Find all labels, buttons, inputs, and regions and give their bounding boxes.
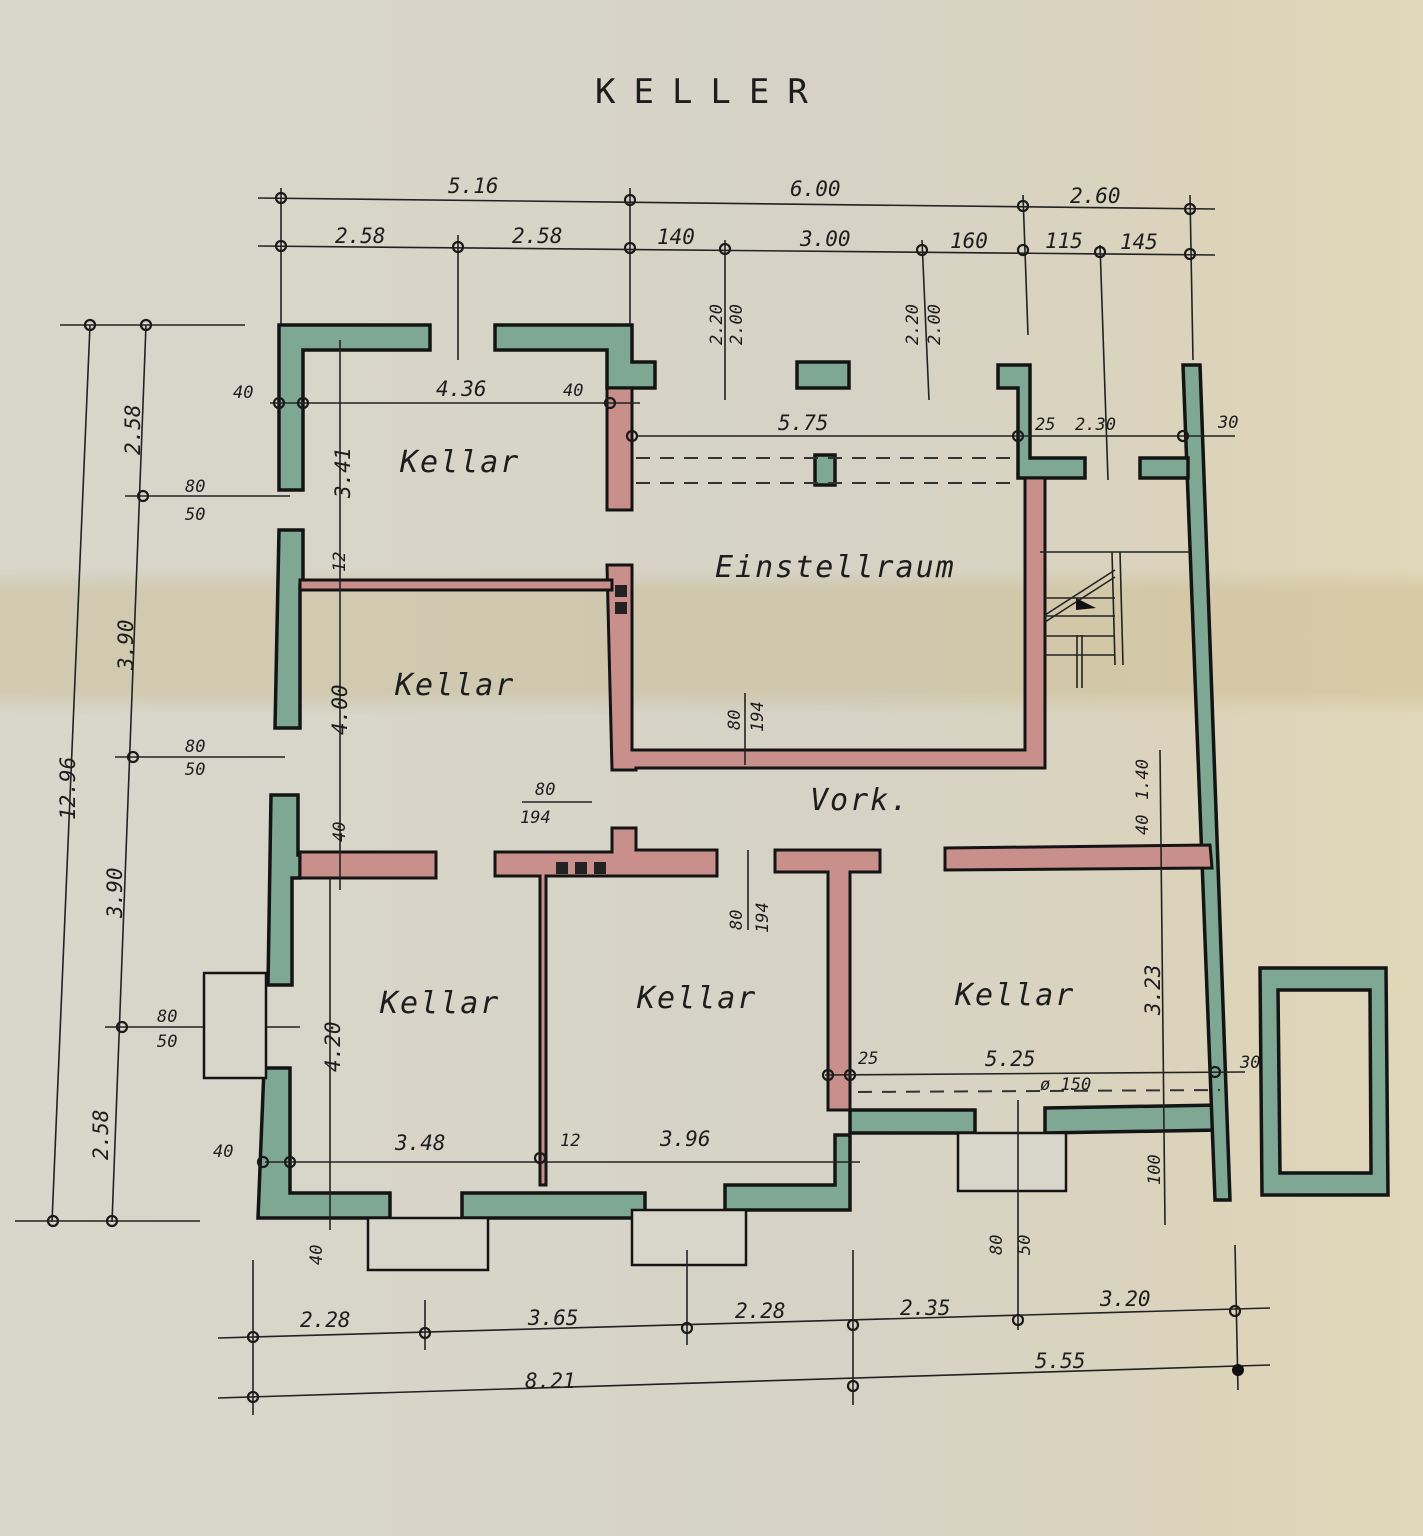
svg-text:80: 80 [185,477,205,497]
bottom-dimension-chain: 2.28 3.65 2.28 2.35 3.20 8.21 5.55 [217,1244,1271,1415]
dim-bottom-detail-2: 3.65 [527,1306,579,1330]
svg-text:80: 80 [157,1007,177,1027]
svg-text:12: 12 [560,1131,580,1151]
plan-title: KELLER [595,72,826,112]
dim-keller-br-width: 5.25 [985,1047,1036,1071]
room-label-vorkeller: Vork. [810,783,910,818]
dim-bottom-detail-5: 3.20 [1099,1287,1151,1311]
svg-text:40: 40 [563,381,583,401]
dim-keller-tl-height: 3.41 [331,447,355,499]
exterior-walls [256,323,1232,1220]
dim-top-detail-6: 115 [1045,229,1083,253]
svg-text:80: 80 [185,737,205,757]
room-label-keller-top-left: Kellar [399,445,520,480]
dim-top-overall-3: 2.60 [1070,184,1121,208]
dim-left-overall: 12.96 [56,757,80,820]
svg-text:2.00: 2.00 [925,304,945,345]
svg-text:50: 50 [157,1032,177,1052]
svg-text:80: 80 [727,910,747,930]
svg-text:50: 50 [185,505,205,525]
dim-top-detail-3: 140 [657,225,695,249]
svg-text:12: 12 [330,552,350,572]
room-label-keller-bottom-mid: Kellar [636,981,757,1016]
dim-top-overall-1: 5.16 [448,174,499,198]
dim-top-detail-1: 2.58 [335,224,386,248]
room-label-keller-bottom-left: Kellar [379,986,500,1021]
svg-text:50: 50 [1015,1235,1035,1255]
dim-top-detail-4: 3.00 [799,227,851,251]
dim-bottom-detail-1: 2.28 [300,1308,351,1332]
dim-left-detail-2: 3.90 [114,619,138,671]
dim-bottom-overall-1: 8.21 [525,1369,576,1393]
svg-text:2.30: 2.30 [1075,415,1116,435]
left-dimension-chain: 12.96 2.58 3.90 3.90 2.58 80 50 80 50 80… [15,318,300,1228]
dim-einstellraum-width: 5.75 [778,411,829,435]
svg-text:1.40: 1.40 [1133,759,1153,800]
annex-structure [1258,966,1390,1197]
svg-text:40: 40 [307,1245,327,1265]
dim-top-detail-7: 145 [1120,230,1158,254]
window-height-labels: 2.20 2.00 2.20 2.00 [707,304,945,345]
svg-text:194: 194 [753,902,773,933]
room-label-keller-bottom-right: Kellar [954,978,1075,1013]
svg-text:100: 100 [1145,1154,1165,1185]
svg-text:194: 194 [748,701,768,732]
room-label-einstellraum: Einstellraum [715,550,956,585]
dim-left-detail-1: 2.58 [121,404,145,455]
dim-keller-br-height: 3.23 [1141,964,1165,1016]
dim-left-detail-3: 3.90 [103,867,127,919]
window-wells [202,971,1068,1272]
dim-top-detail-5: 160 [950,229,988,253]
dim-keller-bl-height: 4.20 [321,1021,345,1072]
svg-text:2.20: 2.20 [903,304,923,345]
dim-keller-ml-height: 4.00 [328,684,352,735]
svg-text:30: 30 [1217,413,1238,433]
svg-text:80: 80 [987,1235,1007,1255]
room-label-keller-mid-left: Kellar [394,668,515,703]
svg-text:25: 25 [1035,415,1055,435]
dim-keller-bl-width: 3.48 [394,1131,446,1155]
svg-text:2.20: 2.20 [707,304,727,345]
dim-bottom-overall-2: 5.55 [1035,1349,1086,1373]
svg-text:40: 40 [213,1142,233,1162]
dim-keller-bm-width: 3.96 [659,1127,711,1151]
dim-bottom-detail-3: 2.28 [735,1299,786,1323]
svg-text:25: 25 [858,1049,878,1069]
svg-text:40: 40 [233,383,253,403]
interior-walls [298,386,1214,1187]
svg-text:50: 50 [185,760,205,780]
dim-left-detail-4: 2.58 [89,1109,113,1160]
dim-top-detail-2: 2.58 [512,224,563,248]
svg-text:194: 194 [520,808,551,828]
svg-text:2.00: 2.00 [727,304,747,345]
dim-top-overall-2: 6.00 [790,177,841,201]
interior-dimensions: 4.36 40 40 3.41 12 4.00 40 5.75 25 2.30 … [213,340,1260,1330]
dim-keller-tl-width: 4.36 [436,377,487,401]
pipe-diameter-label: ø 150 [1040,1075,1091,1095]
staircase [1040,551,1190,688]
svg-text:40: 40 [1133,815,1153,835]
svg-text:80: 80 [725,710,745,730]
svg-text:80: 80 [535,780,555,800]
door-labels: 80 194 80 194 80 194 [520,693,773,933]
room-labels: Kellar Kellar Einstellraum Vork. Kellar … [379,445,1075,1021]
top-dimension-chain: 5.16 6.00 2.60 2.58 2.58 140 3.00 160 11… [257,174,1216,481]
stair-direction-arrow-icon [1076,598,1096,610]
svg-text:40: 40 [330,822,350,842]
svg-text:30: 30 [1239,1053,1260,1073]
dim-bottom-detail-4: 2.35 [900,1296,951,1320]
